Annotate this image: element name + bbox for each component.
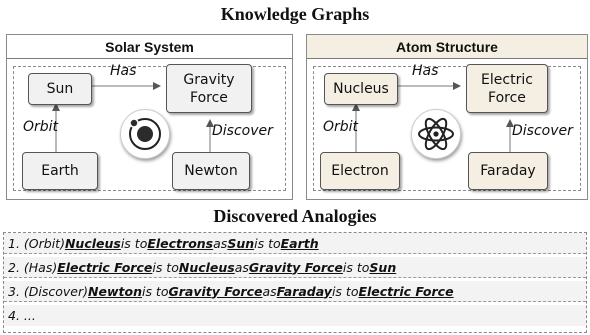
list-item: 2. (Has) Electric Force is to Nucleus as… <box>4 257 586 278</box>
list-item: 4. ... <box>4 305 586 326</box>
atom-structure-header: Atom Structure <box>307 35 587 59</box>
solar-discover-label: Discover <box>212 123 273 139</box>
atom-structure-graph: Nucleus Electric Force Electron Faraday … <box>313 63 581 191</box>
list-item: 1. (Orbit) Nucleus is to Electrons as Su… <box>4 233 586 254</box>
faraday-node: Faraday <box>468 152 548 190</box>
sun-node: Sun <box>28 73 92 105</box>
atom-orbit-label: Orbit <box>323 119 359 135</box>
atom-structure-panel: Atom Structure Nucleus Electric Force El… <box>306 34 588 200</box>
solar-system-header: Solar System <box>7 35 292 59</box>
electric-force-node: Electric Force <box>466 64 548 113</box>
orbit-icon <box>120 109 170 159</box>
atom-structure-edges <box>352 82 514 152</box>
solar-has-label: Has <box>110 63 137 79</box>
analogies-list: 1. (Orbit) Nucleus is to Electrons as Su… <box>3 232 587 333</box>
knowledge-graphs-title: Knowledge Graphs <box>220 4 370 24</box>
nucleus-node: Nucleus <box>324 73 398 105</box>
atom-discover-label: Discover <box>512 123 573 139</box>
gravity-force-node: Gravity Force <box>166 64 252 113</box>
solar-system-edges <box>52 82 214 152</box>
solar-orbit-label: Orbit <box>23 119 59 135</box>
discovered-analogies-title: Discovered Analogies <box>213 206 377 226</box>
newton-node: Newton <box>172 152 250 190</box>
solar-system-panel: Solar System Sun Gravity Force Earth New… <box>6 34 293 200</box>
list-item: 3. (Discover) Newton is to Gravity Force… <box>4 281 586 302</box>
atom-has-label: Has <box>412 63 439 79</box>
solar-system-graph: Sun Gravity Force Earth Newton Has Orbit… <box>13 63 286 191</box>
electron-node: Electron <box>320 152 400 190</box>
atom-icon <box>411 109 461 159</box>
earth-node: Earth <box>22 152 98 190</box>
